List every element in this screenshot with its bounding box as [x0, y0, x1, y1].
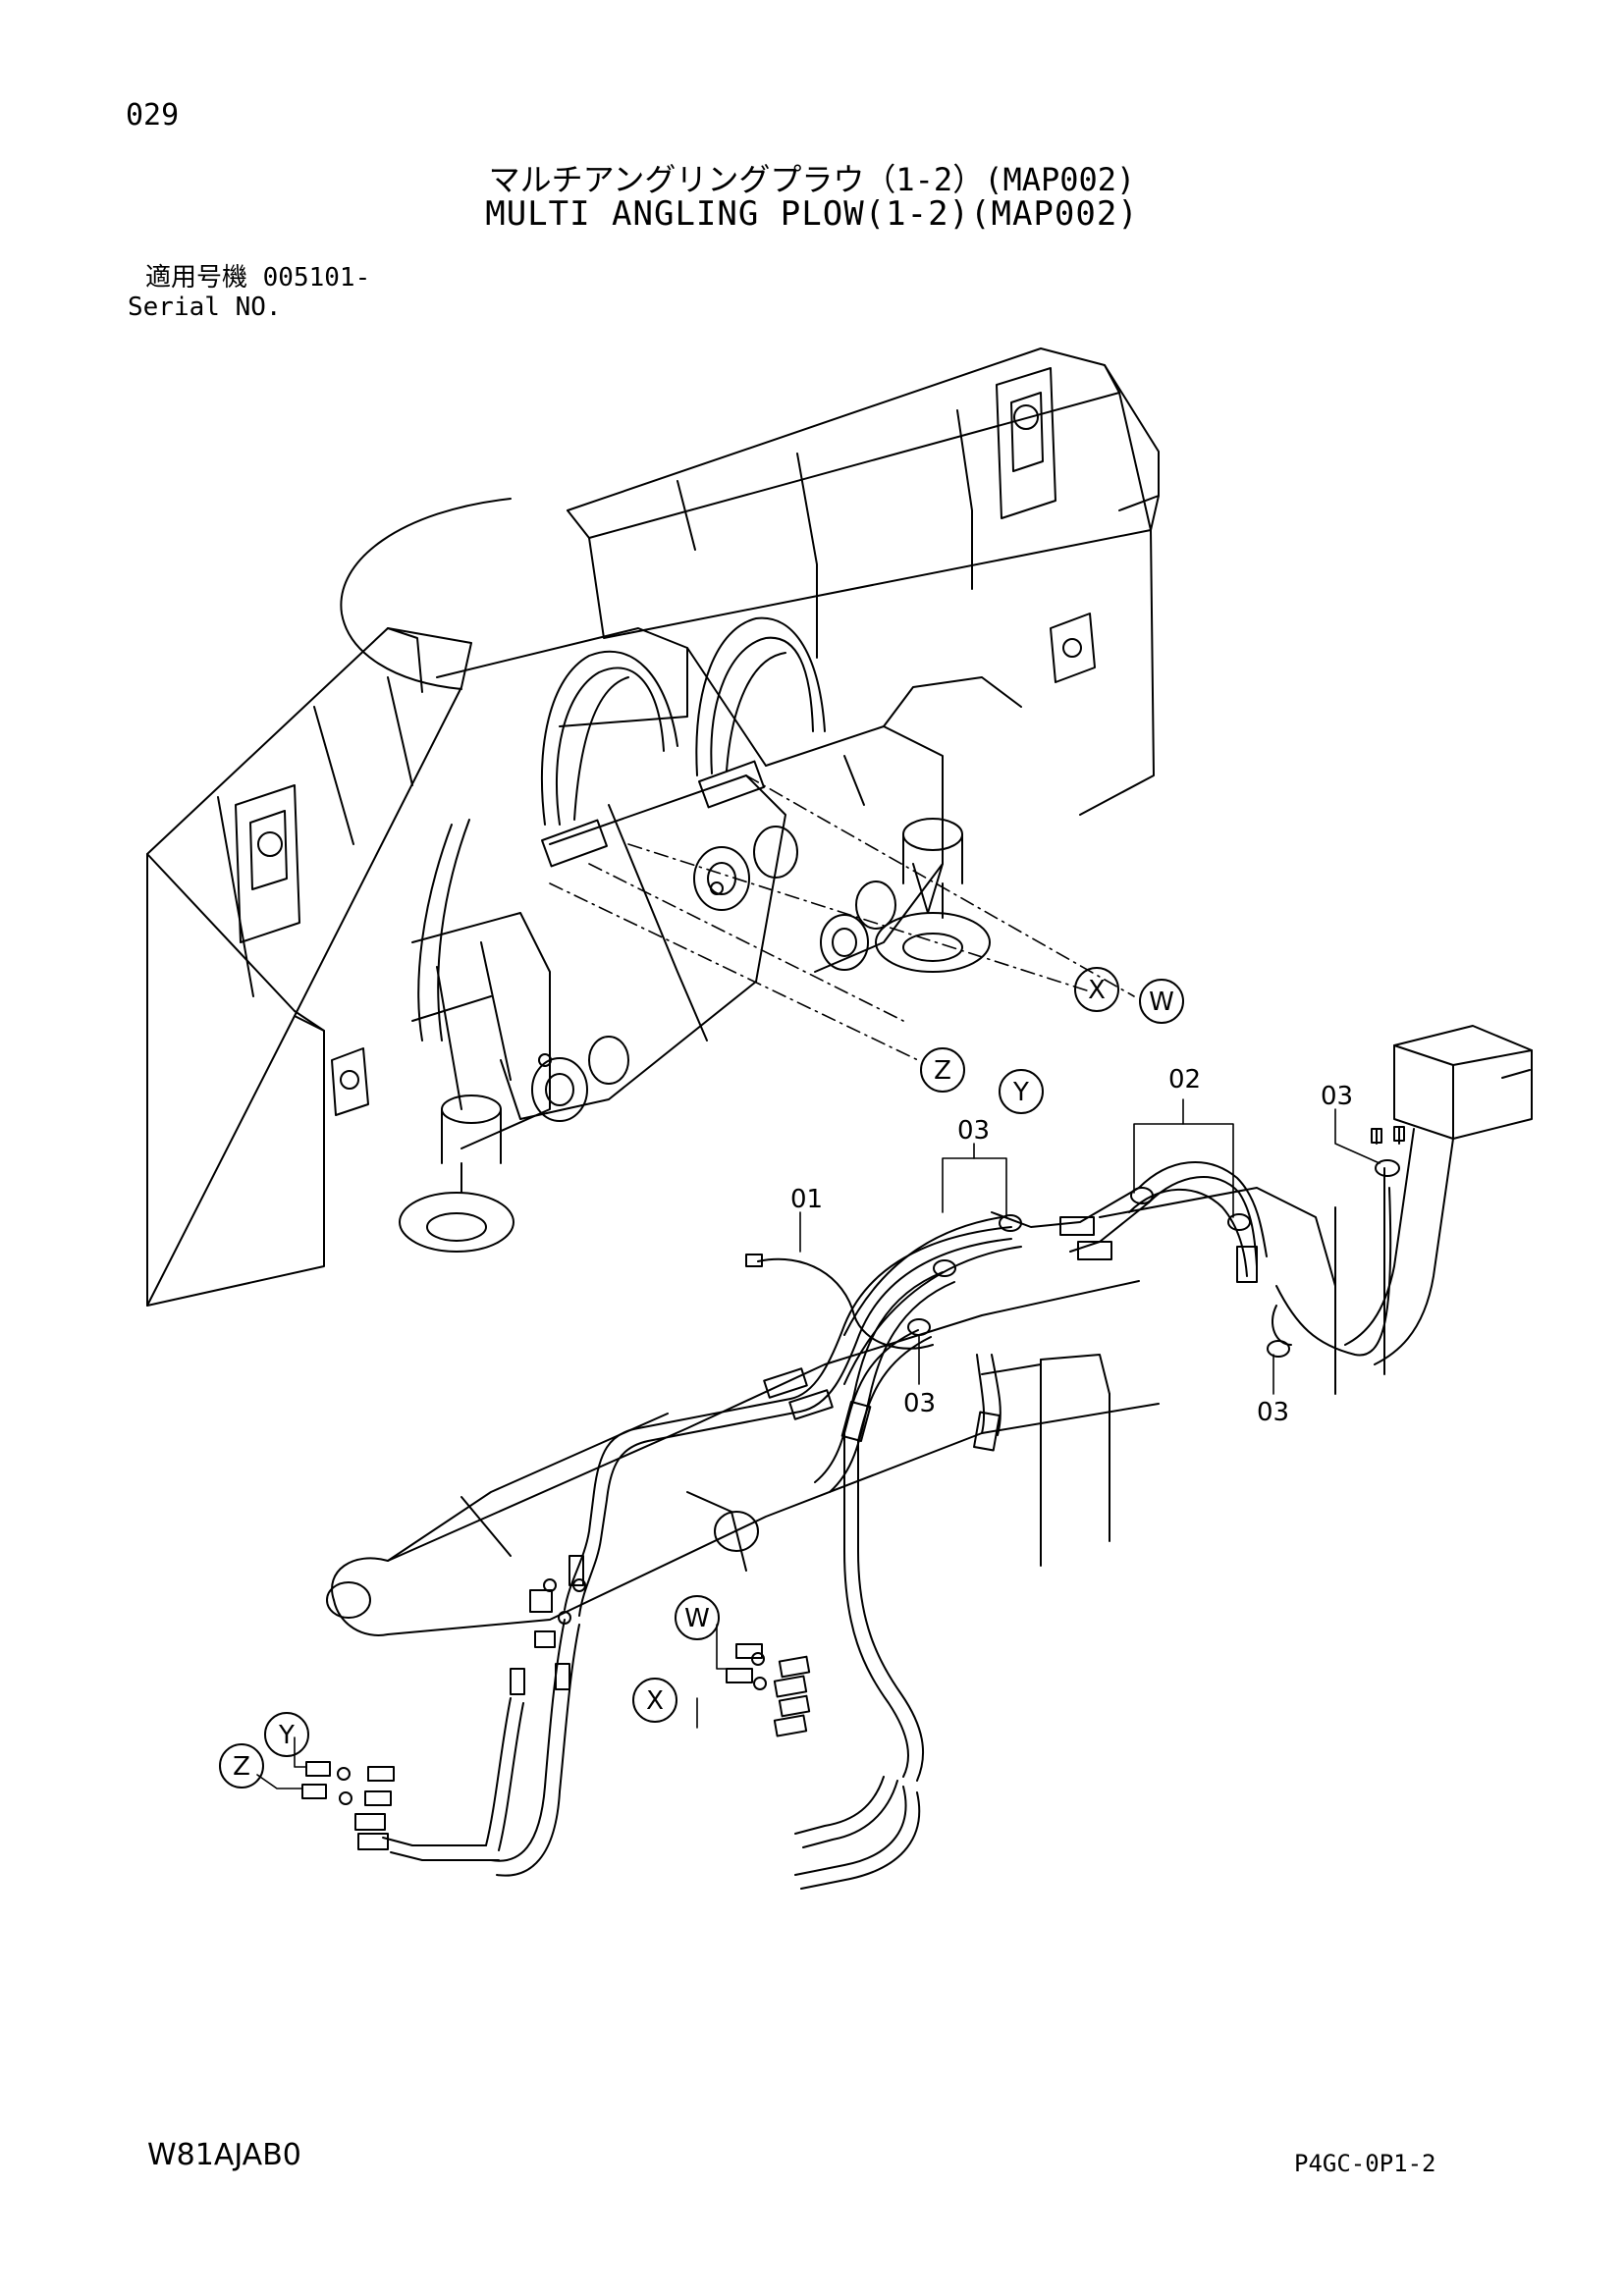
callout-part-03-right: 03	[1321, 1082, 1353, 1111]
marker-w-top: W	[1149, 988, 1174, 1017]
hose-bundle-02	[991, 1161, 1268, 1283]
clamps-03	[907, 1126, 1405, 1358]
callout-part-03-top: 03	[957, 1116, 990, 1146]
plow-leader-lines	[549, 774, 1135, 1061]
callout-part-01: 01	[790, 1185, 823, 1214]
marker-z-top: Z	[934, 1056, 951, 1086]
serial-label-japanese: 適用号機 005101-	[145, 263, 371, 293]
marker-circles	[219, 967, 1184, 1789]
hoses-yz	[301, 1578, 586, 1877]
hose-routing-assembly	[301, 1025, 1533, 1890]
caster-right	[875, 818, 991, 973]
callout-part-03-lower-right: 03	[1257, 1398, 1289, 1427]
footer-page-code: P4GC-0P1-2	[1294, 2150, 1436, 2177]
callout-leaders	[256, 1098, 1380, 1789]
page-title-english: MULTI ANGLING PLOW(1-2)(MAP002)	[485, 194, 1139, 234]
page-title-japanese: マルチアングリングプラウ（1-2）(MAP002)	[488, 161, 1136, 198]
marker-y-top: Y	[1012, 1078, 1029, 1107]
marker-z-bottom: Z	[233, 1752, 250, 1782]
marker-x-bottom: X	[646, 1686, 664, 1716]
marker-x-top: X	[1088, 976, 1106, 1005]
callout-part-02: 02	[1168, 1065, 1201, 1095]
footer-doc-code: W81AJAB0	[147, 2138, 301, 2172]
lower-hoses	[564, 1226, 1012, 1782]
marker-w-bottom: W	[684, 1604, 710, 1633]
plow-hoses	[417, 616, 826, 1041]
plow-assembly	[146, 347, 1160, 1307]
marker-y-bottom: Y	[278, 1721, 295, 1750]
page-number: 029	[126, 98, 180, 133]
caster-left	[399, 1095, 514, 1253]
serial-label-english: Serial NO.	[128, 293, 282, 322]
callout-labels: 01 02 03 03 03 03	[790, 1065, 1353, 1427]
callout-part-03-mid: 03	[903, 1389, 936, 1418]
hoses-wx	[726, 1643, 921, 1890]
marker-letters: X W Z Y W X Y Z	[233, 976, 1174, 1782]
